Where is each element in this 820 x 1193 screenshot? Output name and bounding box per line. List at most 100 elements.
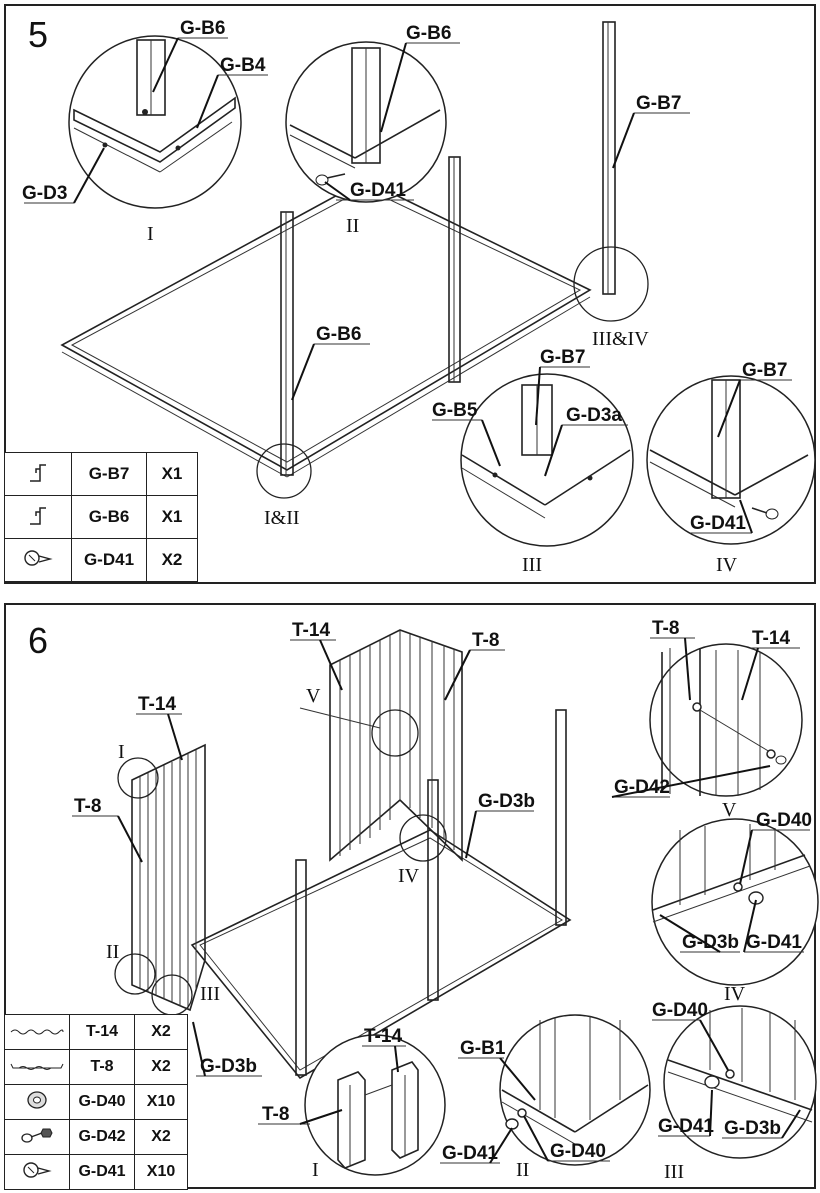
screw-icon [751, 507, 779, 520]
panel-t8-icon [10, 1063, 64, 1070]
parts-row: G-D40 X10 [4, 1084, 188, 1120]
detail-iii [460, 373, 634, 547]
part-name: G-B7 [71, 452, 147, 496]
detail-i [68, 35, 242, 209]
part-name: T-8 [69, 1049, 135, 1085]
base-frame [190, 829, 572, 1080]
label-t-8: T-8 [262, 1104, 289, 1125]
label-g-b1: G-B1 [460, 1038, 506, 1059]
label-t-8: T-8 [472, 630, 499, 651]
part-name: G-D42 [69, 1119, 135, 1155]
detail-v [649, 643, 803, 797]
callout-circle-ii [114, 953, 156, 995]
label-t-14: T-14 [292, 620, 330, 641]
parts-row: G-B6 X1 [4, 495, 198, 539]
callout-label: III&IV [592, 328, 649, 350]
part-name: G-D41 [71, 538, 147, 582]
label-t-8: T-8 [74, 796, 101, 817]
part-qty: X2 [134, 1014, 188, 1050]
base-frame [60, 179, 592, 478]
leader-lines [72, 637, 810, 1164]
part-qty: X2 [134, 1049, 188, 1085]
callout-label: III [664, 1161, 684, 1183]
step-number: 6 [28, 620, 49, 661]
callout-label: III [522, 554, 542, 576]
parts-row: T-8 X2 [4, 1049, 188, 1085]
detail-i [304, 1034, 446, 1176]
callout-label: IV [398, 865, 420, 887]
callout-label: II [516, 1159, 529, 1181]
corner-post-icon [30, 506, 46, 525]
label-g-d41: G-D41 [442, 1143, 498, 1164]
post [295, 859, 307, 1076]
label-g-d40: G-D40 [550, 1141, 606, 1162]
label-g-d41: G-D41 [350, 180, 406, 201]
label-g-d41: G-D41 [746, 932, 802, 953]
post-front-right [448, 156, 461, 383]
label-g-b5: G-B5 [432, 400, 478, 421]
detail-ii [499, 1014, 651, 1166]
corner-post-icon [30, 463, 46, 482]
detail-iv [646, 375, 816, 545]
callout-label: V [722, 799, 737, 821]
detail-ii [285, 41, 447, 203]
callout-label: I [147, 223, 154, 245]
post-g-b6 [280, 211, 294, 476]
leader-lines [24, 37, 792, 534]
callout-circle-i-ii [256, 443, 312, 499]
label-t-8: T-8 [652, 618, 679, 639]
label-g-b7: G-B7 [742, 360, 787, 381]
callout-label: II [106, 941, 119, 963]
part-qty: X2 [146, 538, 198, 582]
parts-row: G-D41 X10 [4, 1154, 188, 1190]
callout-label: I&II [264, 507, 300, 529]
label-g-d3b: G-D3b [724, 1118, 781, 1139]
part-name: T-14 [69, 1014, 135, 1050]
callout-label: V [306, 685, 321, 707]
label-g-d41: G-D41 [690, 513, 746, 534]
parts-row: T-14 X2 [4, 1014, 188, 1050]
callout-circle-v [371, 709, 419, 757]
label-t-14: T-14 [364, 1026, 402, 1047]
post-g-b7 [602, 21, 616, 295]
part-qty: X10 [134, 1154, 188, 1190]
callout-label: II [346, 215, 359, 237]
parts-row: G-D42 X2 [4, 1119, 188, 1155]
bolt-nut-icon [775, 755, 787, 765]
label-g-b6: G-B6 [180, 18, 225, 39]
post [555, 709, 567, 926]
post [427, 779, 439, 1001]
label-g-d42: G-D42 [614, 777, 670, 798]
screw-icon [505, 1118, 519, 1130]
parts-list: G-B7 X1 G-B6 X1 G-D41 X2 [4, 452, 198, 582]
screw-icon [23, 1161, 52, 1178]
part-qty: X10 [134, 1084, 188, 1120]
parts-row: G-B7 X1 [4, 452, 198, 496]
label-t-14: T-14 [752, 628, 790, 649]
label-g-d3: G-D3 [22, 183, 67, 204]
label-g-b7: G-B7 [540, 347, 585, 368]
label-g-b7: G-B7 [636, 93, 681, 114]
part-name: G-D41 [69, 1154, 135, 1190]
callout-label: IV [716, 554, 738, 576]
callout-label: I [118, 741, 125, 763]
label-t-14: T-14 [138, 694, 176, 715]
part-qty: X2 [134, 1119, 188, 1155]
callout-circle-iv [399, 814, 447, 862]
callout-label: I [312, 1159, 319, 1181]
part-name: G-D40 [69, 1084, 135, 1120]
callout-label: III [200, 983, 220, 1005]
panel-t14-icon [10, 1029, 64, 1035]
step-number: 5 [28, 14, 49, 55]
screw-icon [704, 1075, 720, 1089]
label-g-d3a: G-D3a [566, 405, 622, 426]
label-g-d3b: G-D3b [200, 1056, 257, 1077]
callout-label: IV [724, 983, 746, 1005]
label-g-d41: G-D41 [658, 1116, 714, 1137]
label-g-d3b: G-D3b [478, 791, 535, 812]
bolt-nut-icon [21, 1128, 53, 1143]
part-qty: X1 [146, 452, 198, 496]
detail-iii [663, 1005, 817, 1159]
label-g-b6: G-B6 [316, 324, 361, 345]
